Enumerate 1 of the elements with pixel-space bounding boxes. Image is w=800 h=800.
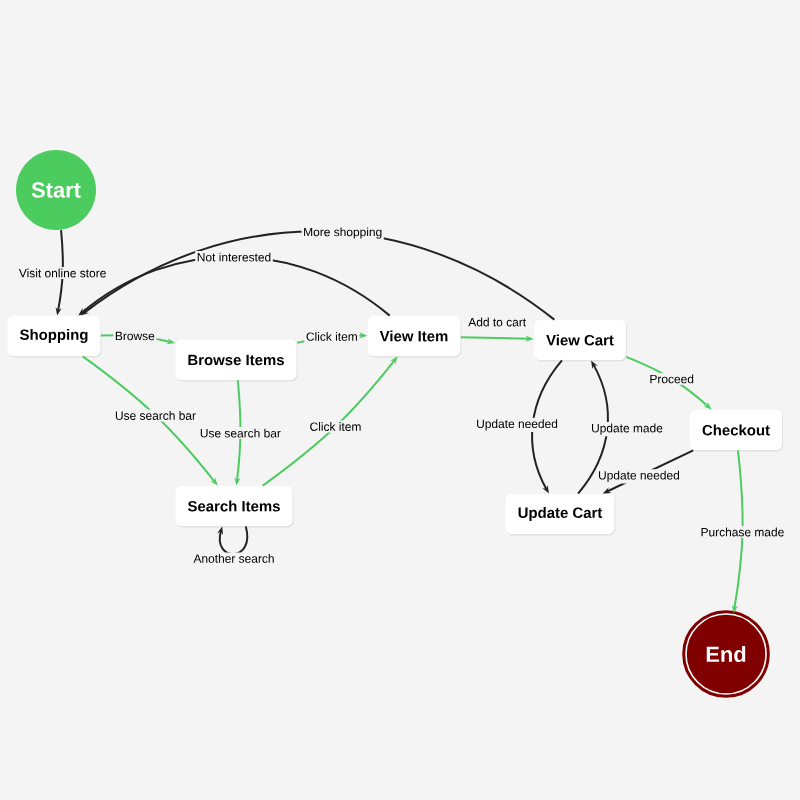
arrow bbox=[217, 525, 249, 555]
